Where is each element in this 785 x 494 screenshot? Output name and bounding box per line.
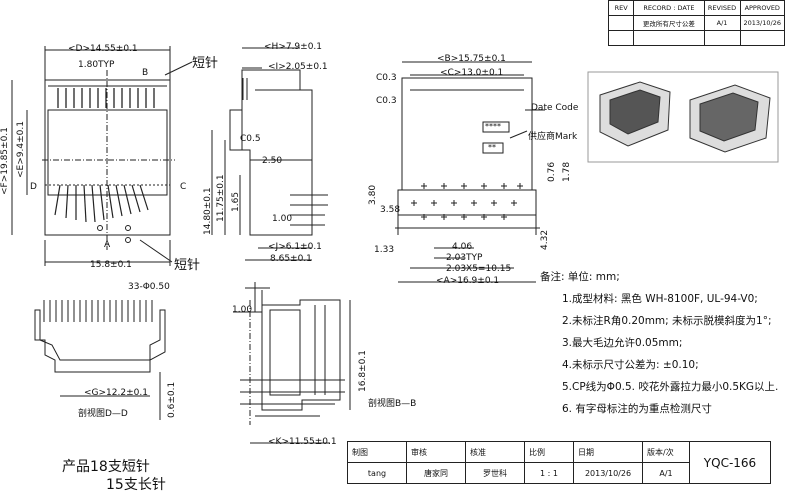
label-short-pin-bottom: 短针	[174, 258, 201, 273]
note-item: 3.最大毛边允许0.05mm;	[562, 337, 683, 349]
dim-06: 0.6±0.1	[167, 381, 177, 418]
dim-178: 1.78	[562, 161, 572, 182]
tb-value-date: 2013/10/26	[573, 462, 643, 484]
tb-value-drawn: tang	[347, 462, 407, 484]
tb-value-version: A/1	[642, 462, 690, 484]
title-block: 制图 审核 核准 比例 日期 版本/次 YQC-166 tang 唐家同 罗世科…	[347, 441, 771, 484]
dim-1175: 11.75±0.1	[216, 174, 226, 222]
product-note-line2: 15支长针	[106, 477, 166, 493]
tb-header-scale: 比例	[524, 441, 574, 463]
side-view-outline	[229, 69, 328, 236]
section-letter-c: C	[180, 182, 187, 192]
tb-header-version: 版本/次	[642, 441, 690, 463]
dim-406: 4.06	[452, 242, 473, 252]
dim-1015: 2.03X5=10.15	[446, 264, 512, 274]
tb-header-drawn: 制图	[347, 441, 407, 463]
label-supplier-mark: 供应商Mark	[528, 132, 578, 142]
label-short-pin-top: 短针	[192, 56, 219, 71]
dim-c05: C0.5	[240, 134, 261, 144]
label-date-code: Date Code	[531, 103, 579, 113]
dim-865: 8.65±0.1	[270, 254, 312, 264]
section-dd-outline	[34, 300, 166, 373]
dim-pin-dia: 33-Φ0.50	[128, 282, 170, 292]
dim-f: <F>19.85±0.1	[0, 127, 10, 195]
dim-203typ: 2.03TYP	[446, 253, 483, 263]
dim-g: <G>12.2±0.1	[84, 388, 148, 398]
dim-k: <K>11.55±0.1	[268, 437, 337, 447]
note-item: 2.未标注R角0.20mm; 未标示脱模斜度为1°;	[562, 315, 772, 327]
top-view-outline	[395, 77, 540, 235]
tb-header-reviewed: 审核	[406, 441, 466, 463]
note-item: 4.未标示尺寸公差为: ±0.10;	[562, 359, 699, 371]
notes-title: 备注: 单位: mm;	[540, 271, 620, 283]
dim-h: <H>7.9±0.1	[264, 42, 323, 52]
dim-c03-b: C0.3	[376, 96, 397, 106]
front-view-outline	[42, 70, 175, 250]
section-bb-outline	[240, 282, 345, 425]
dim-front-bottom: 15.8±0.1	[90, 260, 132, 270]
product-note-line1: 产品18支短针	[62, 459, 150, 475]
dim-076: 0.76	[547, 161, 557, 182]
tb-header-approved: 核准	[465, 441, 525, 463]
tb-value-reviewed: 唐家同	[406, 462, 466, 484]
section-letter-b: B	[142, 68, 149, 78]
dim-133: 1.33	[374, 245, 395, 255]
dim-pitch: 1.80TYP	[78, 60, 115, 70]
dim-168: 16.8±0.1	[358, 350, 368, 392]
note-item: 6. 有字母标注的为重点检测尺寸	[562, 403, 712, 415]
caption-section-dd: 剖视图D—D	[78, 409, 128, 419]
section-letter-a: A	[104, 240, 111, 250]
note-item: 5.CP线为Φ0.5. 咬花外露拉力最小0.5KG以上.	[562, 381, 779, 393]
dim-c03-a: C0.3	[376, 73, 397, 83]
mark-supplier: **	[488, 143, 496, 152]
dim-100-bb: 1.00	[232, 305, 253, 315]
iso-render	[587, 71, 779, 163]
dim-380: 3.80	[368, 184, 378, 205]
dim-1480: 14.80±0.1	[203, 187, 213, 235]
note-item: 1.成型材料: 黑色 WH-8100F, UL-94-V0;	[562, 293, 758, 305]
dim-432: 4.32	[540, 229, 550, 250]
dim-100-side: 1.00	[272, 214, 293, 224]
dim-250: 2.50	[262, 156, 283, 166]
dim-d: <D>14.55±0.1	[68, 44, 138, 54]
dim-a: <A>16.9±0.1	[436, 276, 500, 286]
dim-i: <I>2.05±0.1	[268, 62, 328, 72]
dim-e: <E>9.4±0.1	[16, 121, 26, 178]
dim-165: 1.65	[231, 191, 241, 212]
tb-part-no: YQC-166	[689, 441, 771, 484]
dim-c: <C>13.0±0.1	[440, 68, 504, 78]
top-view-pins	[411, 183, 523, 220]
section-letter-d: D	[30, 182, 37, 192]
tb-header-date: 日期	[573, 441, 643, 463]
dim-358: 3.58	[380, 205, 401, 215]
notes-block: 备注: 单位: mm; 1.成型材料: 黑色 WH-8100F, UL-94-V…	[540, 266, 778, 420]
tb-value-scale: 1 : 1	[524, 462, 574, 484]
dim-j: <J>6.1±0.1	[268, 242, 322, 252]
caption-section-bb: 剖视图B—B	[368, 399, 417, 409]
tb-value-approved: 罗世科	[465, 462, 525, 484]
revision-table: REV RECORD : DATE REVISED APPROVED 更改所有尺…	[607, 0, 785, 46]
dim-b: <B>15.75±0.1	[437, 54, 506, 64]
mark-date-code: ****	[485, 122, 501, 131]
